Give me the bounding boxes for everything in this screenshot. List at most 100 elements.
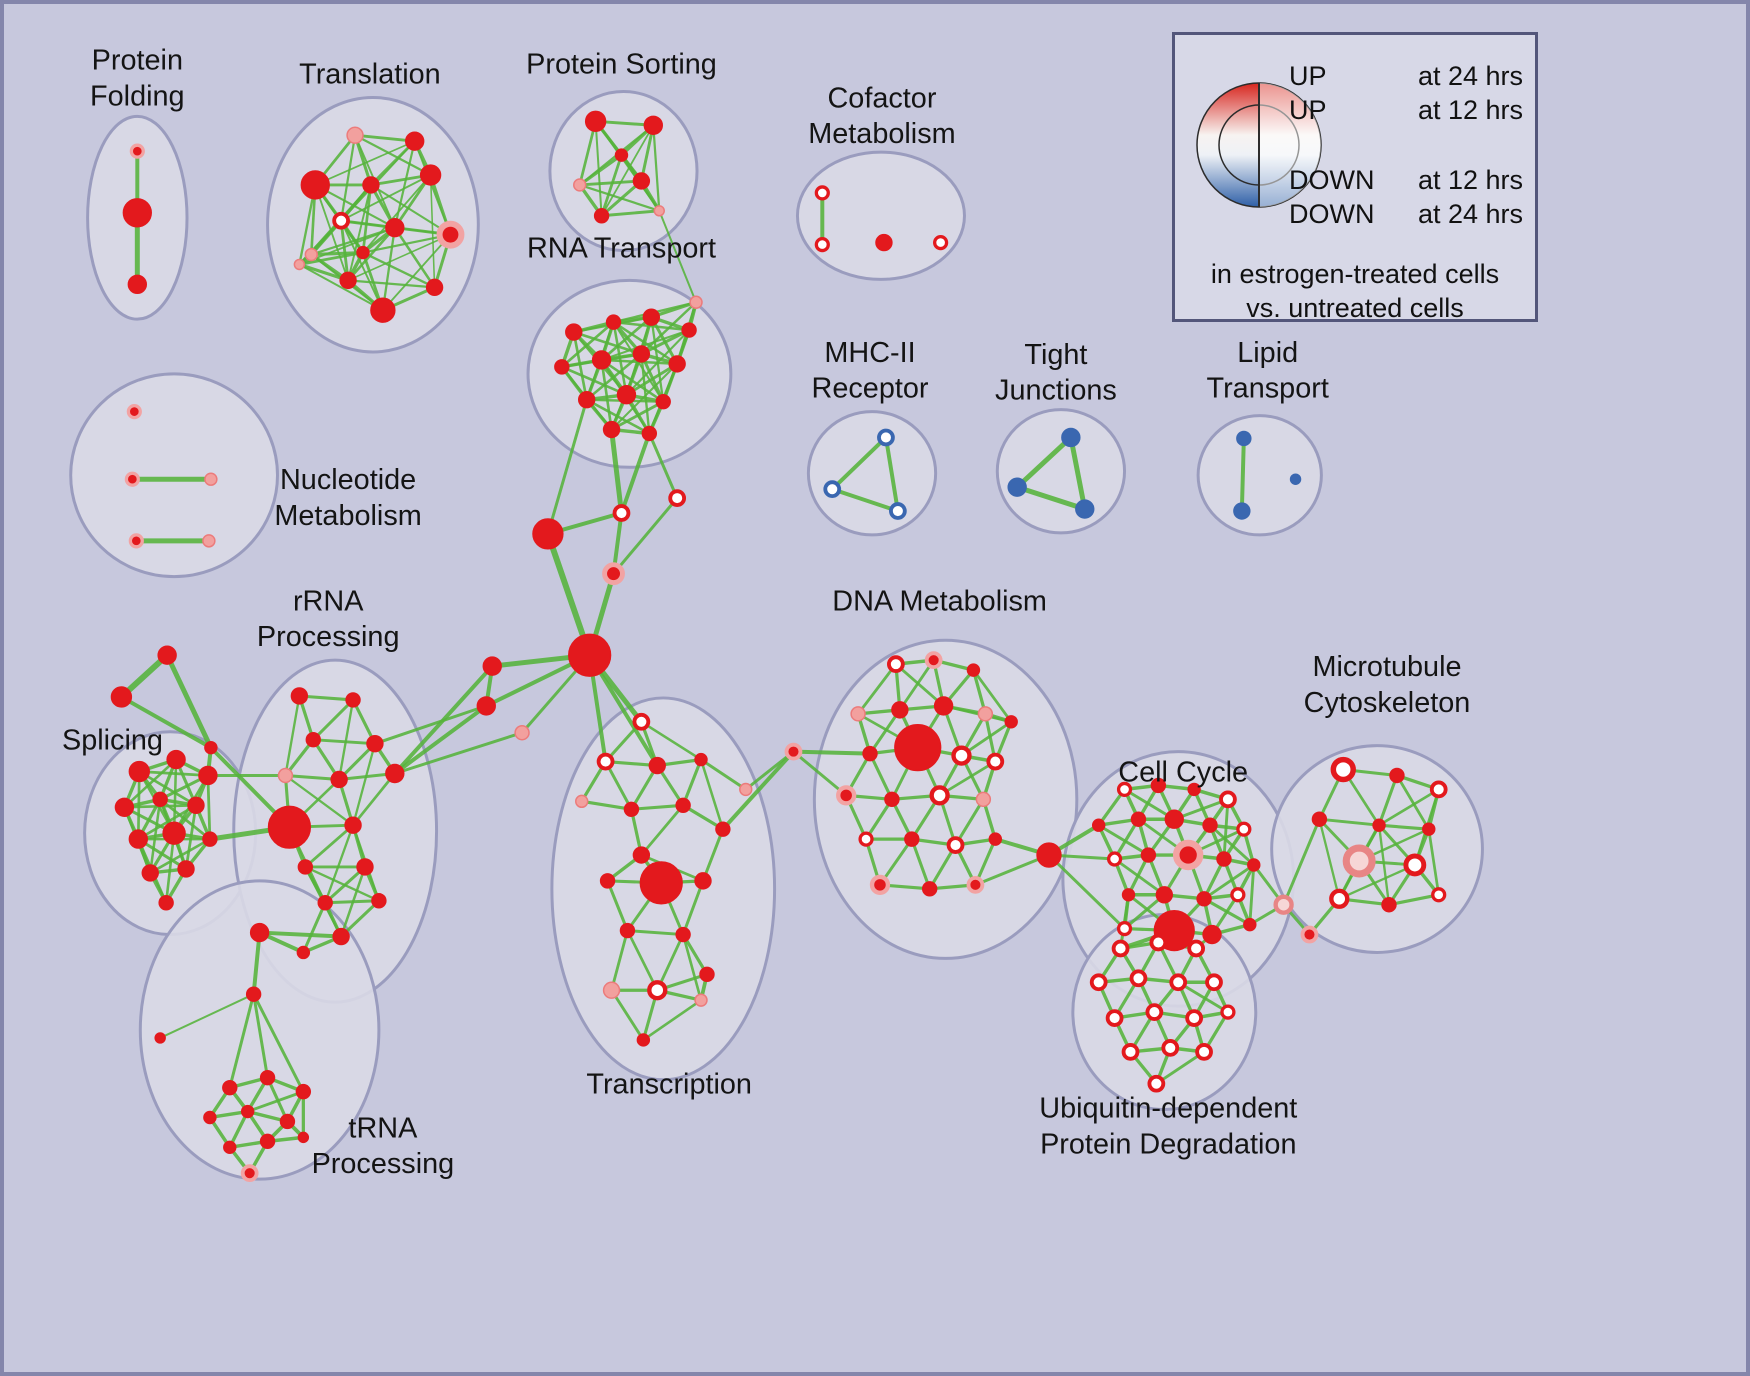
gene-node-translation [404, 131, 425, 151]
gene-node-splicing [114, 797, 135, 817]
gene-node-trna-processing [240, 1104, 255, 1119]
edge [1047, 853, 1127, 931]
gene-node-dna-metabolism [933, 696, 954, 716]
edge [883, 435, 900, 514]
edge [246, 1090, 305, 1113]
gene-node-rrna-processing [297, 859, 314, 875]
gene-node-translation [362, 176, 380, 194]
gene-node-mhc-ii-receptor [823, 480, 842, 499]
edge [311, 698, 355, 742]
edge [600, 358, 613, 431]
gene-node-microtubule-cytoskeleton [1372, 818, 1386, 832]
edge [1338, 863, 1416, 900]
gene-node-splicing [198, 765, 218, 786]
cluster-microtubule-cytoskeleton [1270, 744, 1484, 954]
cluster-nucleotide-metabolism [69, 372, 279, 579]
gene-node-protein-sorting [653, 205, 665, 217]
edge [973, 853, 1051, 887]
gene-node-hub [1036, 842, 1062, 868]
edge [304, 865, 381, 902]
gene-node-cell-cycle [1216, 851, 1232, 867]
edge [257, 930, 344, 939]
cluster-label-ubiquitin: Ubiquitin-dependent [1039, 1092, 1297, 1124]
gene-node-rrna-processing [344, 816, 362, 834]
edge [649, 315, 679, 366]
gene-node-hub [784, 742, 803, 761]
cluster-label-rna-transport: RNA Transport [527, 233, 716, 265]
gene-node-dna-metabolism [869, 874, 891, 895]
gene-node-translation [300, 170, 330, 200]
gene-node-dna-metabolism [891, 701, 909, 719]
edge [361, 233, 452, 254]
gene-node-hub [476, 696, 496, 716]
legend-row-up-12: UP at 12 hrs [1289, 95, 1523, 126]
edge [361, 183, 373, 254]
edge [701, 827, 725, 883]
gene-node-translation [339, 271, 357, 290]
gene-node-ubiquitin [1089, 973, 1108, 992]
legend-down-24-time: at 24 hrs [1417, 199, 1523, 229]
gene-node-dna-metabolism [986, 752, 1005, 771]
edge [585, 352, 643, 401]
gene-node-cell-cycle [1202, 817, 1218, 833]
gene-node-transcription [647, 980, 668, 1001]
gene-node-rna-transport [655, 393, 671, 410]
edge [868, 752, 894, 801]
gene-node-trna-processing [203, 1110, 217, 1125]
gene-node-microtubule-cytoskeleton [1403, 853, 1427, 877]
edge [652, 124, 661, 212]
legend-ring-fade [1259, 83, 1321, 207]
edge [148, 837, 212, 875]
gene-node-protein-folding [127, 274, 148, 295]
gene-node-rna-transport [554, 359, 570, 375]
cluster-label-dna-metabolism: DNA Metabolism [832, 585, 1047, 617]
gene-node-rrna-processing [371, 893, 387, 909]
edge [972, 668, 1013, 724]
gene-node-lipid-transport [1236, 430, 1252, 447]
gene-node-cell-cycle [1247, 858, 1261, 872]
edge [351, 742, 377, 827]
edge [642, 998, 703, 1042]
gene-node-trna-processing [154, 1032, 166, 1044]
edge [172, 758, 178, 835]
edge [284, 694, 301, 777]
cluster-mhc-ii-receptor [806, 410, 938, 537]
gene-node-dna-metabolism [858, 831, 874, 847]
gene-node-translation [385, 217, 405, 238]
edge [137, 770, 198, 807]
gene-node-transcription [602, 981, 621, 999]
edge [381, 226, 396, 312]
edge [311, 738, 377, 746]
edge [164, 652, 214, 751]
gene-node-dna-metabolism [946, 836, 965, 854]
edge [1239, 436, 1246, 514]
edge [864, 797, 894, 841]
edge [1113, 857, 1166, 897]
edge [600, 179, 643, 218]
edge [1176, 980, 1230, 1014]
gene-node-hub [482, 656, 502, 676]
gene-node-splicing [177, 860, 195, 878]
gene-node-hub [612, 504, 631, 522]
gene-node-dna-metabolism [921, 881, 938, 897]
gene-node-rna-transport [668, 355, 686, 373]
gene-node-dna-metabolism [929, 785, 950, 806]
gene-node-transcription [675, 926, 691, 943]
gene-node-hub [532, 518, 564, 550]
gene-node-trna-processing [223, 1140, 237, 1155]
edge [640, 720, 703, 761]
gene-node-translation [425, 278, 444, 297]
gene-node-cell-cycle [1219, 790, 1237, 809]
legend-box: UP at 24 hrs UP at 12 hrs DOWN at 12 hrs… [1172, 32, 1538, 323]
edge [546, 398, 589, 536]
cluster-tight-junctions [995, 408, 1127, 535]
edge [868, 708, 902, 756]
gene-node-transcription [639, 861, 683, 905]
edge [681, 933, 703, 1002]
edge [1068, 434, 1088, 512]
gene-node-hub [668, 489, 687, 507]
gene-node-transcription [675, 797, 691, 814]
gene-node-dna-metabolism [884, 791, 900, 808]
legend-up-12-dir: UP [1289, 95, 1327, 125]
